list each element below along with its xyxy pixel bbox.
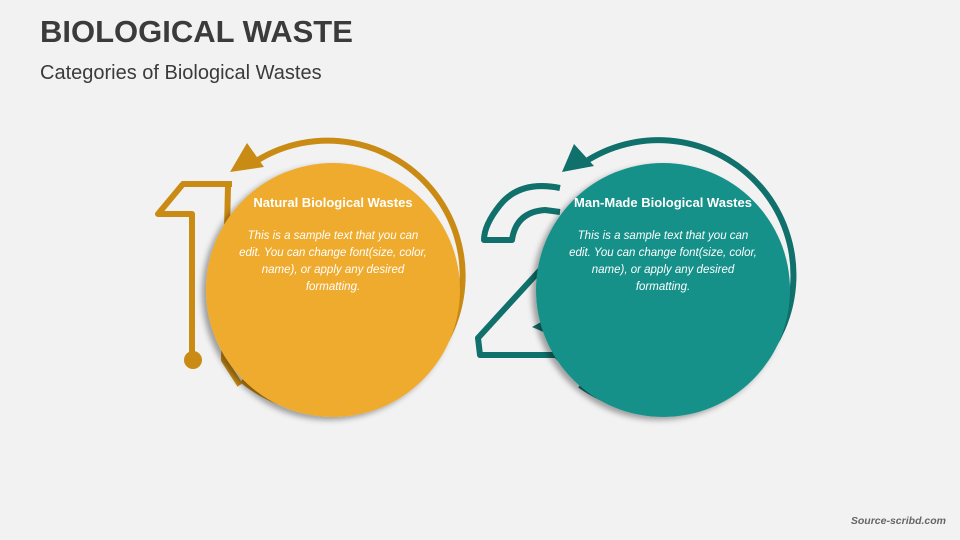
- item-heading: Natural Biological Wastes: [253, 195, 413, 210]
- item-man-made-text: Man-Made Biological Wastes This is a sam…: [568, 193, 758, 296]
- arrow-head-icon: [562, 144, 594, 172]
- slide-subtitle: Categories of Biological Wastes: [40, 62, 322, 84]
- source-credit: Source-scribd.com: [850, 515, 946, 527]
- item-body: This is a sample text that you can edit.…: [569, 230, 757, 293]
- item-natural-text: Natural Biological Wastes This is a samp…: [238, 193, 428, 296]
- item-body: This is a sample text that you can edit.…: [239, 230, 427, 293]
- circle-natural: [206, 163, 460, 417]
- slide-title: BIOLOGICAL WASTE: [40, 14, 353, 49]
- circle-man-made: [536, 163, 790, 417]
- item-heading: Man-Made Biological Wastes: [574, 195, 752, 210]
- arrow-head-icon: [230, 143, 264, 172]
